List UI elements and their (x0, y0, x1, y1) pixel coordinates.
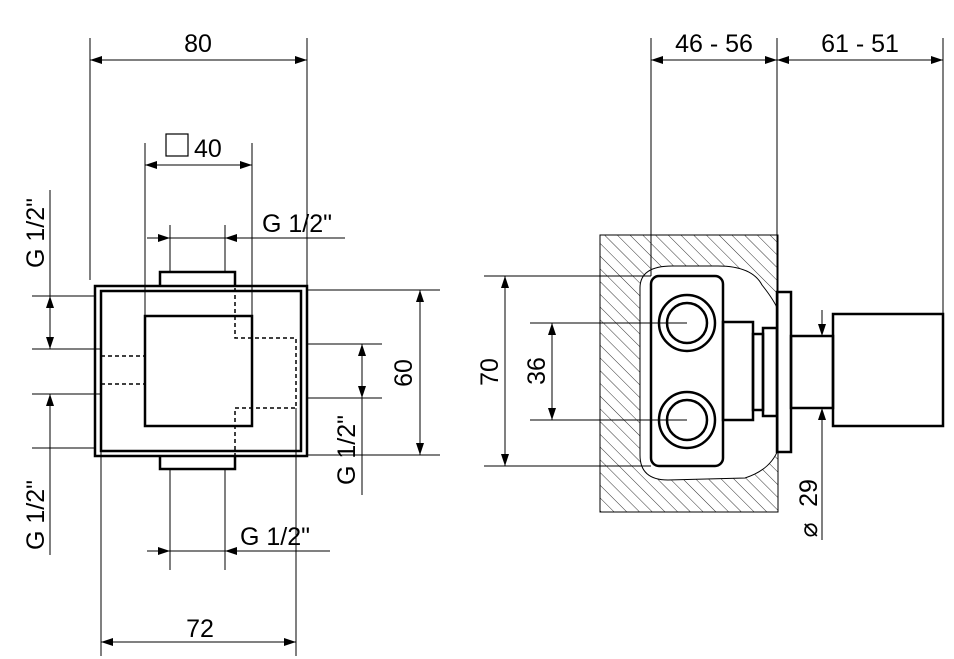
outer-plate (93, 284, 309, 458)
dim-label-36: 36 (523, 357, 551, 385)
dimension-height-60: 60 (307, 289, 440, 456)
dimension-depth-range: 46 - 56 61 - 51 (650, 30, 944, 314)
diameter-icon: ⌀ (795, 522, 823, 537)
dim-label-61-51: 61 - 51 (821, 30, 899, 58)
dim-label-72: 72 (186, 615, 214, 643)
dim-label-40: 40 (194, 135, 222, 163)
thread-label-left-lower: G 1/2" (22, 480, 50, 550)
square-cap (143, 314, 254, 428)
top-lug (158, 270, 237, 286)
front-view: 80 40 G 1/2" (22, 30, 440, 656)
thread-label-left-upper: G 1/2" (22, 198, 50, 268)
square-icon (165, 133, 189, 157)
thread-label-bottom: G 1/2" (240, 523, 310, 551)
valve-box (649, 274, 725, 468)
dim-label-80: 80 (184, 30, 212, 58)
cover-plate (775, 290, 793, 454)
front-body (93, 270, 309, 471)
dimension-thread-left: G 1/2" G 1/2" (22, 190, 101, 555)
side-view: 46 - 56 61 - 51 70 36 29 ⌀ (476, 30, 945, 540)
dim-label-70: 70 (476, 358, 504, 386)
dimension-height-70: 70 (476, 275, 651, 467)
dim-label-46-56: 46 - 56 (675, 30, 753, 58)
valve-body (649, 274, 945, 468)
inner-plate (99, 289, 303, 453)
dimension-diameter-29: 29 ⌀ (791, 310, 830, 540)
dimension-port-spacing-36: 36 (523, 322, 687, 421)
dimension-thread-right: G 1/2" (307, 343, 382, 495)
dim-label-60: 60 (390, 359, 418, 387)
dimension-square-40: 40 (144, 133, 253, 316)
hidden-lines (101, 288, 297, 455)
dimension-thread-top: G 1/2" (147, 210, 345, 272)
handle-cap (831, 312, 945, 428)
dimension-thread-bottom: G 1/2" (147, 469, 330, 570)
thread-label-right: G 1/2" (333, 415, 361, 485)
bottom-lug (158, 456, 237, 471)
thread-label-top: G 1/2" (262, 210, 332, 238)
valve-neck (721, 320, 755, 422)
spindle (789, 334, 835, 410)
dimension-width-72: 72 (100, 408, 297, 656)
dim-label-29: 29 (795, 479, 823, 507)
dimension-width-80: 80 (89, 30, 308, 286)
